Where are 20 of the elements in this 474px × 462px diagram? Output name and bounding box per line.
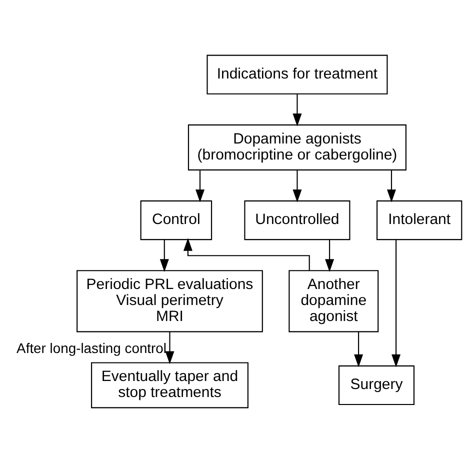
node-box: Intolerant [376,200,462,240]
node-box: Control [140,200,212,240]
arrow [391,239,400,367]
arrow [354,331,363,367]
arrow [164,331,174,364]
node-box: Indications for treatment [206,54,388,94]
arrow [159,239,168,272]
arrow [324,239,334,272]
node-box: Periodic PRL evaluations Visual perimetry MRI [76,270,262,332]
node-box: Eventually taper and stop treatments [90,362,248,408]
node-box: Surgery [338,364,414,405]
node-box: Another dopamine agonist [288,270,378,332]
arrow [182,237,310,270]
arrow [292,94,302,126]
arrow [195,170,204,202]
node-box: Uncontrolled [244,200,350,240]
arrow [292,170,302,202]
arrow [386,170,396,202]
node-box: Dopamine agonists (bromocriptine or cabergoline) [187,124,406,170]
edge-label: After long-lasting control [16,340,166,356]
